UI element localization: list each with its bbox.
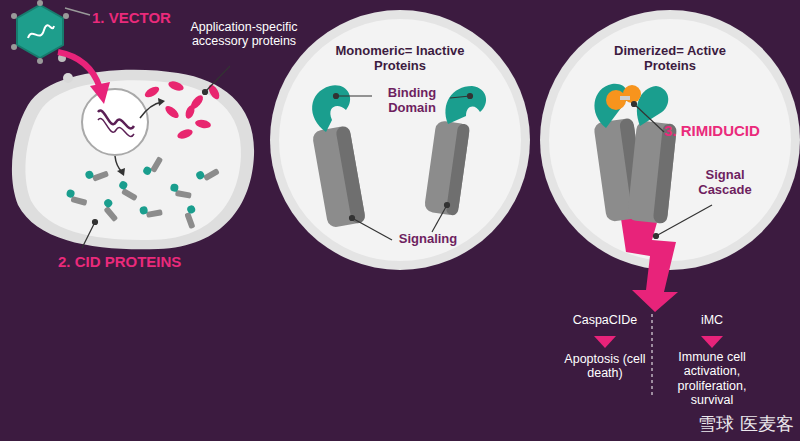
outcome-divider [594,336,616,348]
part-label: Signaling [388,232,468,247]
vector-virus [17,5,63,58]
panel-circle [540,10,800,270]
vector-virus [63,13,69,19]
outcome-divider [652,314,653,398]
vector-virus [37,0,43,6]
part-label: Signal Cascade [690,168,760,198]
cell-shape-outline [8,65,263,275]
callout-title: 2. CID PROTEINS [58,253,248,270]
cell-cytoplasm [25,80,241,240]
vector-virus [28,25,54,38]
product-name: iMC [672,313,752,327]
vector-virus [65,8,90,15]
panel-circle [270,10,530,270]
panel-circle-inner [549,19,791,261]
cell-membrane [12,70,254,250]
panel-circle-inner [279,19,521,261]
panel-heading: Monomeric= Inactive Proteins [335,44,465,74]
vector-virus [11,13,17,19]
outcome-label: Apoptosis (cell death) [560,352,650,381]
cell-shape: 2. CID PROTEINS [8,65,263,275]
watermark: 雪球 医麦客 [560,414,794,435]
note-label: Application-specific accessory proteins [188,20,300,49]
vector-virus [58,54,66,62]
monomer-panel: Monomeric= Inactive ProteinsBinding Doma… [270,10,530,270]
outcome-label: Immune cell activation, proliferation, s… [664,350,760,408]
part-label: Binding Domain [372,86,452,116]
outcome-divider [701,336,723,348]
product-name: CaspaCIDe [565,313,645,327]
callout-title: 3. RIMIDUCID [664,122,784,139]
panel-heading: Dimerized= Active Proteins [605,44,735,74]
vector-virus [11,44,17,50]
vector-virus [37,58,43,64]
vector-virus [11,0,90,83]
dimer-panel: Dimerized= Active Proteins 3. RIMIDUCID Si… [540,10,800,270]
